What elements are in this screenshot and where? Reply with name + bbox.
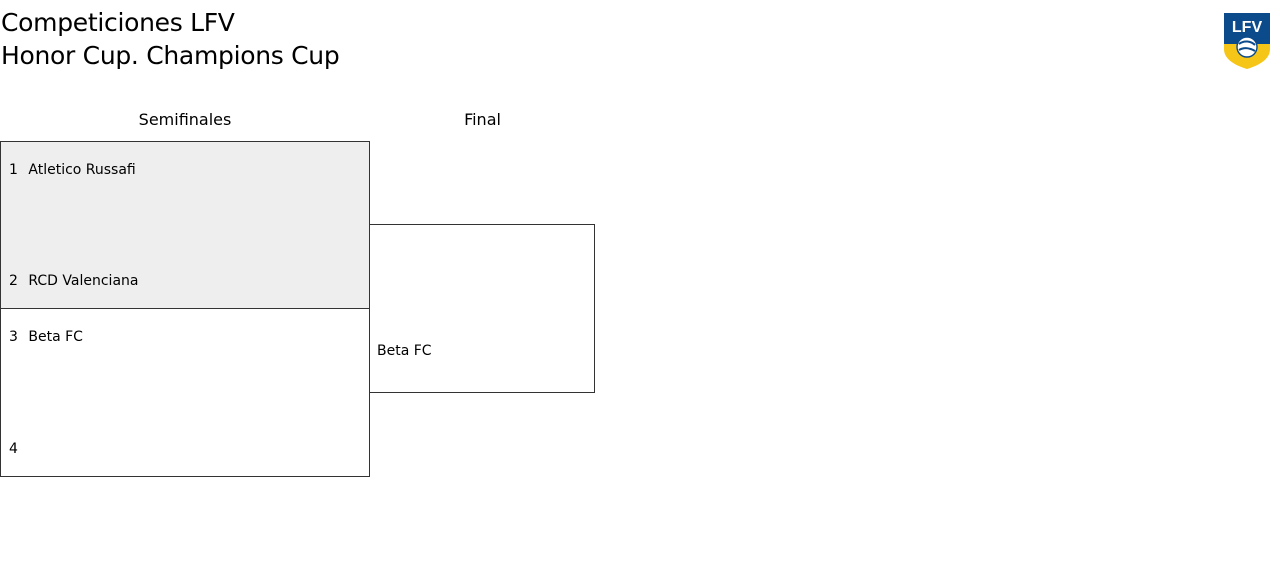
page-title-line-2: Honor Cup. Champions Cup: [1, 41, 340, 70]
match-slot-4: 4: [9, 440, 28, 458]
seed-number: 1: [9, 162, 18, 178]
team-name: Beta FC: [28, 329, 83, 345]
page-title: Competiciones LFV Honor Cup. Champions C…: [1, 6, 340, 72]
round-header-semifinales: Semifinales: [138, 110, 232, 129]
match-slot-3: 3 Beta FC: [9, 328, 83, 346]
lfv-logo: LFV: [1224, 13, 1270, 69]
semifinal-match-1[interactable]: 1 Atletico Russafi 2 RCD Valenciana: [0, 141, 370, 309]
final-match[interactable]: Beta FC: [369, 224, 595, 393]
round-header-final: Final: [464, 110, 501, 129]
semifinal-match-2[interactable]: 3 Beta FC 4: [0, 308, 370, 477]
seed-number: 3: [9, 329, 18, 345]
seed-number: 4: [9, 441, 18, 457]
team-name: RCD Valenciana: [28, 273, 139, 289]
final-team-name: Beta FC: [377, 343, 432, 359]
match-slot-2: 2 RCD Valenciana: [9, 272, 138, 290]
page-title-line-1: Competiciones LFV: [1, 8, 235, 37]
team-name: Atletico Russafi: [28, 162, 136, 178]
logo-text: LFV: [1232, 19, 1263, 36]
match-slot-1: 1 Atletico Russafi: [9, 161, 136, 179]
seed-number: 2: [9, 273, 18, 289]
